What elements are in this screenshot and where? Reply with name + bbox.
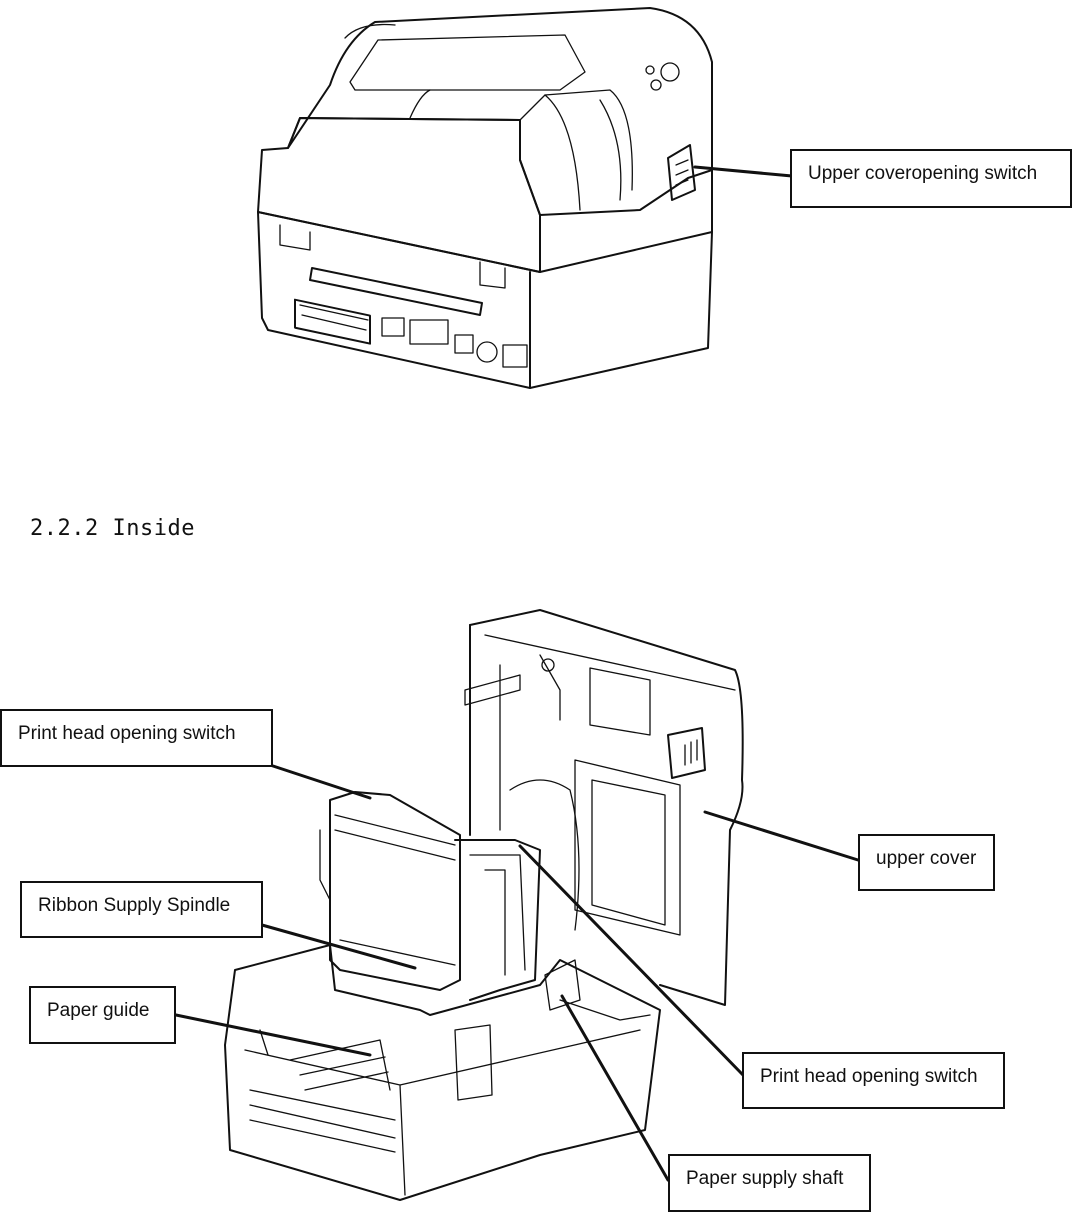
printer-inside-illustration: [224, 609, 744, 1201]
leader-upper-cover-opening-switch: [693, 165, 794, 178]
leader-upper-cover: [703, 810, 860, 862]
label-paper-guide: Paper guide: [29, 986, 176, 1044]
label-text: Upper coveropening switch: [808, 163, 1038, 184]
label-upper-cover: upper cover: [858, 834, 995, 891]
label-print-head-opening-switch-left: Print head opening switch: [0, 709, 273, 767]
label-print-head-opening-switch-right: Print head opening switch: [742, 1052, 1005, 1109]
label-ribbon-supply-spindle: Ribbon Supply Spindle: [20, 881, 263, 938]
label-text: upper cover: [876, 848, 977, 869]
printer-rear-illustration: [257, 7, 713, 389]
label-paper-supply-shaft: Paper supply shaft: [668, 1154, 871, 1212]
leader-ribbon-supply-spindle: [260, 923, 417, 970]
leader-paper-guide: [174, 1013, 372, 1057]
label-text: Ribbon Supply Spindle: [38, 895, 231, 916]
leader-print-head-opening-switch-left: [268, 763, 372, 800]
label-upper-cover-opening-switch: Upper coveropening switch: [790, 149, 1072, 208]
section-heading: 2.2.2 Inside: [30, 516, 195, 541]
leader-print-head-opening-switch-right: [518, 844, 745, 1077]
leader-paper-supply-shaft: [560, 994, 670, 1182]
label-text: Paper guide: [47, 1000, 150, 1021]
label-text: Paper supply shaft: [686, 1168, 844, 1189]
label-text: Print head opening switch: [18, 723, 236, 744]
label-text: Print head opening switch: [760, 1066, 978, 1087]
